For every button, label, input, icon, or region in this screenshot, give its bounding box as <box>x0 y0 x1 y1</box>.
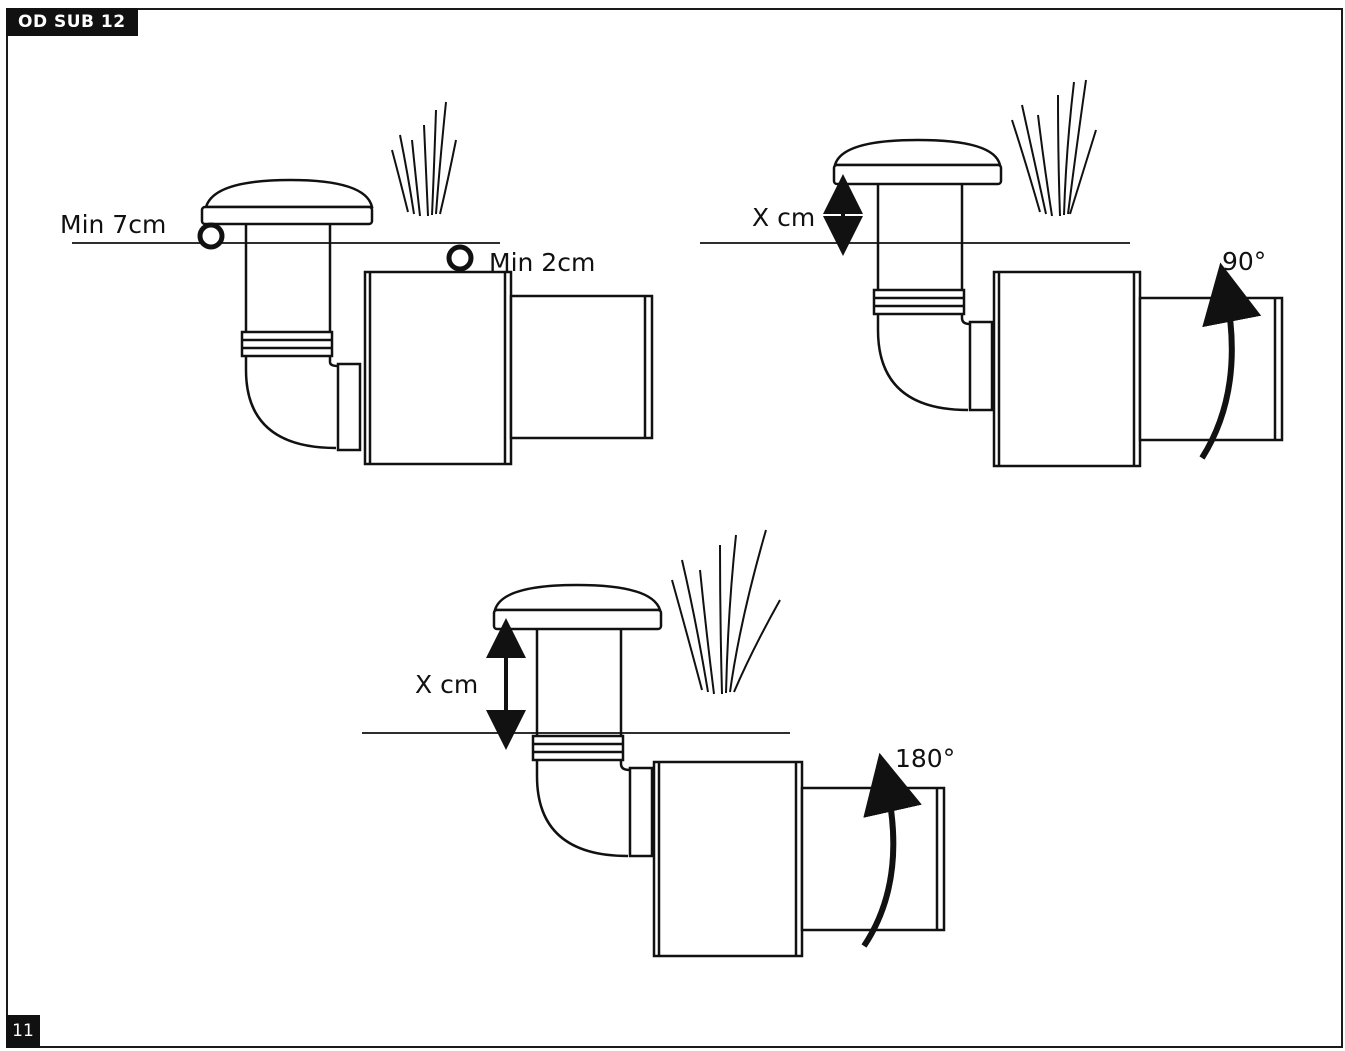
vent-cap-icon <box>833 138 1002 167</box>
page-frame <box>6 8 1343 1048</box>
diagram-rotated-90 <box>700 79 1284 468</box>
motor-body <box>363 270 513 466</box>
label-rotation-90: 90° <box>1222 247 1266 276</box>
page-number: 11 <box>6 1015 40 1048</box>
grass-icon <box>671 529 781 695</box>
label-rotation-180: 180° <box>895 744 955 773</box>
model-label: OD SUB 12 <box>6 8 138 36</box>
grass-icon <box>391 101 457 217</box>
rotation-arrow <box>1199 262 1262 460</box>
diagram-rotated-180 <box>362 529 946 958</box>
label-x-cm-90: X cm <box>752 203 815 232</box>
min-7cm-marker <box>197 222 225 250</box>
min-2cm-marker <box>446 244 474 272</box>
label-min-2cm: Min 2cm <box>489 248 595 277</box>
motor-body <box>992 270 1142 468</box>
grass-icon <box>1011 79 1097 217</box>
diagram-min-depth <box>72 101 654 466</box>
vent-cap-icon <box>204 178 374 209</box>
label-x-cm-180: X cm <box>415 670 478 699</box>
rotation-arrow <box>861 752 922 948</box>
label-min-7cm: Min 7cm <box>60 210 166 239</box>
motor-body <box>652 760 804 958</box>
vent-cap-icon <box>493 583 662 612</box>
